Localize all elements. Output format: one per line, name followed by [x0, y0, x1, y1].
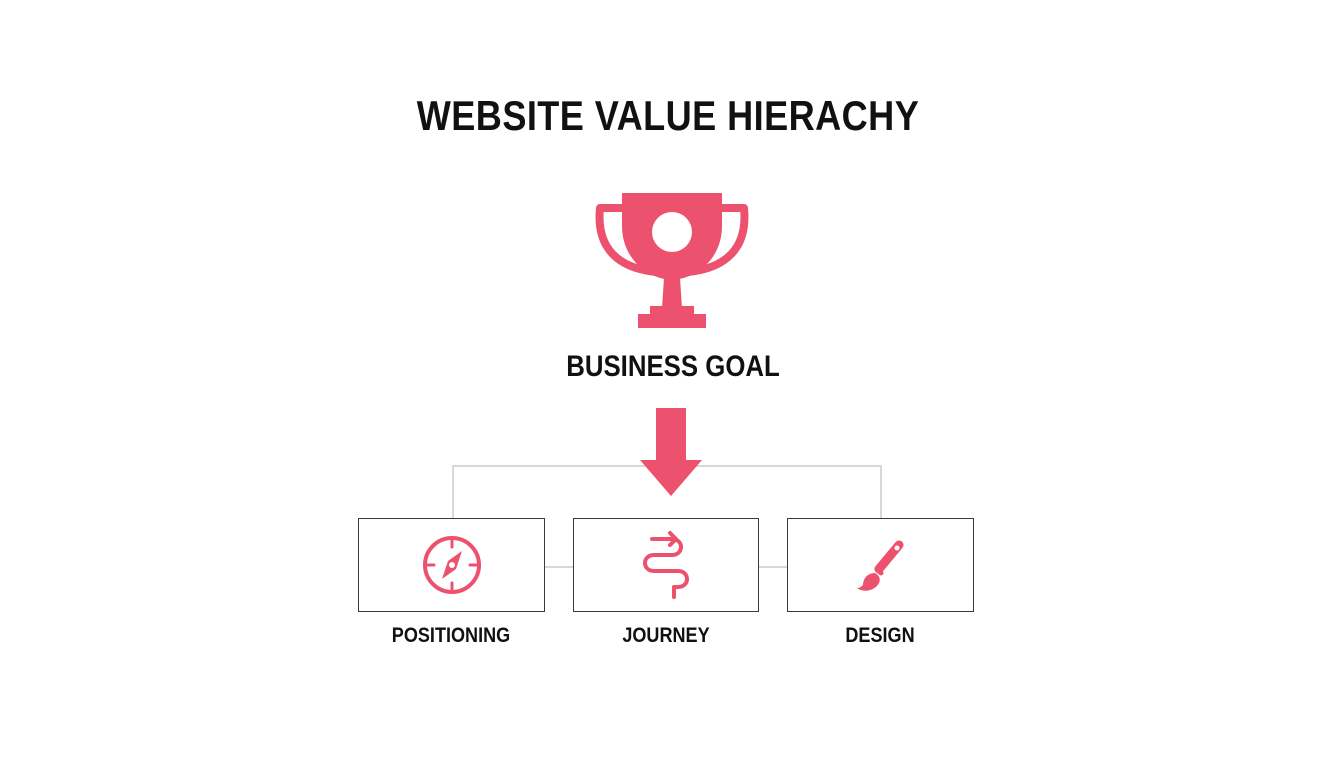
compass-icon	[422, 536, 481, 594]
diagram-title: WEBSITE VALUE HIERACHY	[416, 92, 920, 139]
positioning-label: POSITIONING	[391, 624, 511, 647]
down-arrow-icon	[636, 406, 706, 498]
paintbrush-icon	[856, 540, 903, 591]
journey-box	[573, 518, 759, 612]
business-goal-label: BUSINESS GOAL	[566, 350, 780, 383]
journey-label: JOURNEY	[622, 624, 710, 647]
trophy-icon	[594, 190, 750, 330]
positioning-box	[358, 518, 545, 612]
design-box	[787, 518, 974, 612]
winding-path-icon	[643, 531, 689, 599]
design-label: DESIGN	[845, 624, 915, 647]
